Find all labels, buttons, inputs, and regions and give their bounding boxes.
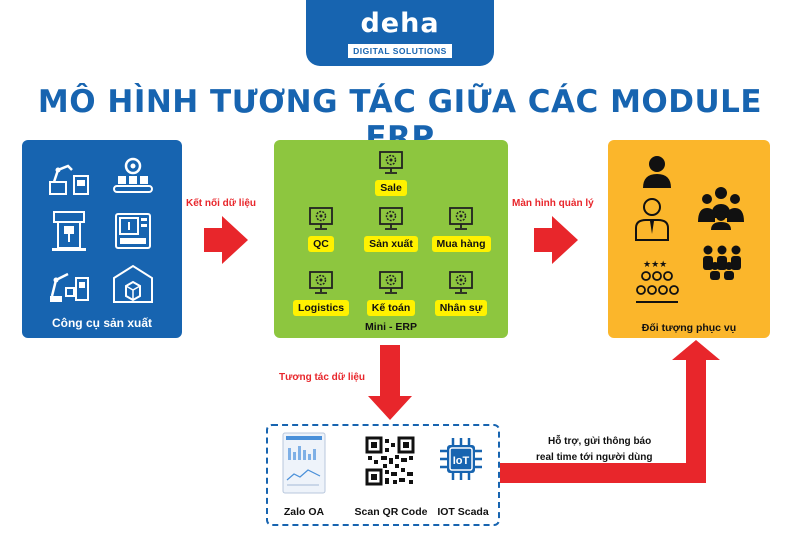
module-hr: Nhân sự: [426, 270, 496, 316]
target-users-label: Đối tượng phục vụ: [641, 322, 737, 334]
module-purchasing: Mua hàng: [426, 206, 496, 252]
module-label: Kế toán: [366, 300, 416, 316]
logo-subtitle: DIGITAL SOLUTIONS: [348, 44, 452, 58]
monitor-gear-icon: [379, 151, 403, 174]
target-users-box: ★★★ Đối tượng phục vụ: [608, 140, 770, 338]
production-tools-label: Công cụ sản xuất: [51, 316, 152, 330]
crowd-icon: [703, 245, 741, 280]
qr-code-icon: [365, 436, 415, 486]
iot-chip-text: IoT: [453, 455, 470, 467]
module-label: Nhân sự: [434, 300, 488, 316]
monitor-gear-icon: [309, 271, 333, 294]
monitor-gear-icon: [379, 271, 403, 294]
arrow-right-connect: [204, 216, 248, 264]
svg-text:★★★: ★★★: [643, 260, 667, 270]
press-machine-icon: [52, 211, 86, 251]
integration-qr-label: Scan QR Code: [354, 506, 428, 518]
monitor-gear-icon: [449, 207, 473, 230]
conveyor-icon: [113, 157, 153, 193]
monitor-gear-icon: [309, 207, 333, 230]
warehouse-icon: [113, 264, 153, 303]
production-tools-box: Công cụ sản xuất: [22, 140, 182, 338]
module-logistics: Logistics: [286, 270, 356, 316]
module-label: Sản xuất: [364, 236, 418, 252]
management-screen-label: Màn hình quản lý: [512, 198, 594, 209]
module-sale: Sale: [356, 150, 426, 196]
monitor-gear-icon: [449, 271, 473, 294]
logo: deha DIGITAL SOLUTIONS: [306, 0, 494, 66]
module-label: Mua hàng: [431, 236, 491, 252]
integration-iot-label: IOT Scada: [437, 506, 489, 518]
connect-data-label: Kết nối dữ liệu: [186, 198, 257, 209]
iot-chip-icon: IoT: [440, 438, 482, 480]
monitor-gear-icon: [379, 207, 403, 230]
module-label: Logistics: [292, 300, 350, 316]
audience-icon: ★★★: [636, 260, 679, 303]
logo-text: deha: [360, 8, 440, 39]
assembly-robot-icon: [50, 272, 89, 302]
dashboard-icon: [282, 432, 326, 494]
module-label: QC: [308, 236, 334, 252]
module-accounting: Kế toán: [356, 270, 426, 316]
arrow-right-screen: [534, 216, 578, 264]
robot-arm-icon: [49, 164, 89, 195]
manager-icon: [635, 198, 669, 241]
notify-label-line1: Hỗ trợ, gửi thông báo: [548, 436, 652, 447]
team-icon: [698, 187, 744, 230]
mini-erp-box: Sale QC Sản xuất Mua hàng: [274, 140, 508, 338]
mini-erp-label: Mini - ERP: [365, 321, 417, 333]
integrations-box: IoT Zalo OA Scan QR Code IOT Scada: [266, 424, 500, 526]
notify-label-line2: real time tới người dùng: [536, 452, 653, 463]
arrow-up-notify: [500, 340, 720, 483]
module-production: Sản xuất: [356, 206, 426, 252]
module-label: Sale: [375, 180, 407, 196]
integration-zalo-label: Zalo OA: [283, 506, 325, 518]
user-icon: [643, 156, 671, 188]
interact-data-label: Tương tác dữ liệu: [279, 372, 366, 383]
cnc-machine-icon: [115, 213, 151, 249]
module-qc: QC: [286, 206, 356, 252]
arrow-down-interact: [368, 345, 412, 420]
